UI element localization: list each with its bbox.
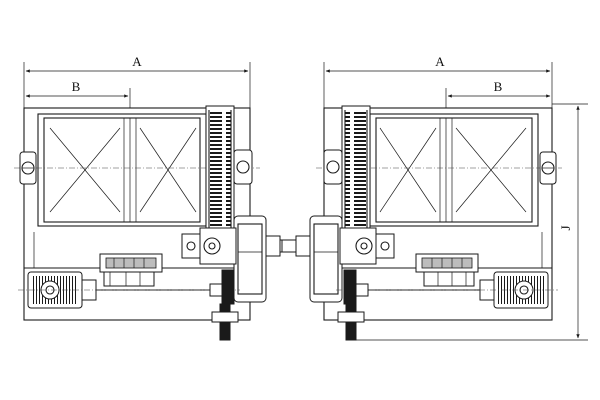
left-drum [14, 113, 260, 227]
right-dimension-j-label: J [558, 225, 573, 230]
left-brake [99, 253, 163, 287]
right-motor [336, 271, 558, 309]
right-dimension-j: J [356, 103, 588, 341]
left-drum-bearing [19, 151, 37, 185]
right-dimension-a: A [325, 54, 551, 73]
left-unit: A B [14, 54, 297, 341]
left-dimension-a: A [25, 54, 249, 73]
right-drum-bearing [539, 151, 557, 185]
left-gearbox [181, 215, 297, 303]
left-motor [18, 271, 240, 309]
right-dimension-b: B [447, 79, 551, 98]
right-pinion [337, 269, 369, 341]
left-dimension-b: B [25, 79, 129, 98]
right-brake [415, 253, 479, 287]
right-frame [323, 107, 553, 321]
left-frame [23, 107, 251, 321]
right-gearbox [281, 215, 395, 303]
right-unit: A B [281, 54, 588, 341]
right-dimension-b-label: B [494, 79, 503, 94]
left-dimension-a-label: A [132, 54, 142, 69]
left-gear-bearing [233, 149, 253, 185]
right-dimension-a-label: A [435, 54, 445, 69]
left-dimension-b-label: B [72, 79, 81, 94]
left-pinion [209, 269, 239, 341]
right-gear-bearing [323, 149, 343, 185]
